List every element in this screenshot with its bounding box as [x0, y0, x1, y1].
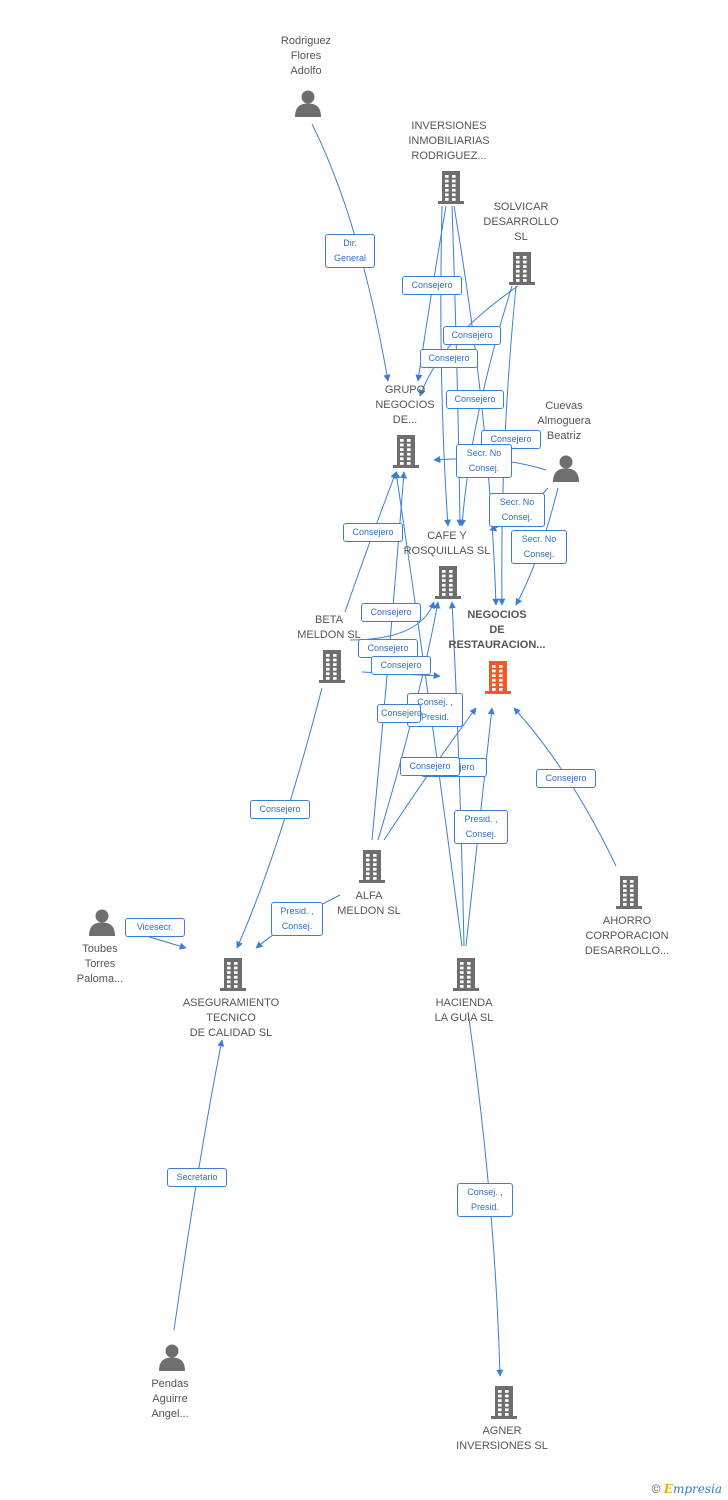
edge-label-20: Presid. , Consej.	[454, 810, 508, 844]
edge-label-12: Consejero	[371, 656, 431, 675]
building-icon-hacienda[interactable]	[449, 956, 483, 997]
edge-label-23: Secretario	[167, 1168, 227, 1187]
building-icon-cafe[interactable]	[431, 564, 465, 605]
edge-3	[453, 205, 500, 606]
edge-label-22: Presid. , Consej.	[271, 902, 323, 936]
building-icon-solvicar[interactable]	[505, 250, 539, 291]
node-label-alfa[interactable]: ALFA MELDON SL	[337, 890, 401, 917]
edge-label-2: Consejero	[443, 326, 501, 345]
node-label-inversiones[interactable]: INVERSIONES INMOBILIARIAS RODRIGUEZ...	[408, 120, 490, 162]
building-icon-agner[interactable]	[487, 1384, 521, 1425]
node-label-ahorro[interactable]: AHORRO CORPORACION DESARROLLO...	[584, 915, 670, 957]
person-icon-rodriguez[interactable]	[293, 88, 323, 123]
node-label-aseguramiento[interactable]: ASEGURAMIENTO TECNICO DE CALIDAD SL	[182, 997, 280, 1039]
edge-label-4: Consejero	[446, 390, 504, 409]
edge-label-17: Consejero	[250, 800, 310, 819]
edge-24	[173, 1039, 225, 1331]
node-label-beta[interactable]: BETA MELDON SL	[297, 614, 361, 641]
empresia-logo: Empresia	[663, 1482, 722, 1496]
footer-brand[interactable]: © Empresia	[652, 1482, 722, 1496]
edge-label-8: Secr. No Consej.	[489, 493, 545, 527]
node-label-cuevas[interactable]: Cuevas Almoguera Beatriz	[537, 400, 591, 442]
copyright-symbol: ©	[651, 1482, 661, 1496]
edge-4	[440, 205, 452, 527]
edge-label-19: Consejero	[377, 704, 422, 723]
edge-label-21: Vicesecr.	[125, 918, 185, 937]
building-icon-beta[interactable]	[315, 648, 349, 689]
building-icon-negocios[interactable]	[481, 659, 515, 700]
edge-label-16: Consejero	[400, 757, 460, 776]
edge-7	[458, 285, 513, 527]
edge-label-1: Consejero	[402, 276, 462, 295]
building-icon-alfa[interactable]	[355, 848, 389, 889]
node-label-grupo[interactable]: GRUPO NEGOCIOS DE...	[375, 384, 435, 426]
node-label-agner[interactable]: AGNER INVERSIONES SL	[456, 1425, 548, 1452]
edge-label-0: Dir. General	[325, 234, 375, 268]
edge-label-24: Consej. , Presid.	[457, 1183, 513, 1217]
node-label-hacienda[interactable]: HACIENDA LA GUIA SL	[434, 997, 494, 1024]
edges-layer	[125, 123, 617, 1377]
node-label-rodriguez[interactable]: Rodriguez Flores Adolfo	[280, 35, 332, 77]
edge-label-18: Consejero	[536, 769, 596, 788]
building-icon-inversiones[interactable]	[434, 169, 468, 210]
edge-label-7: Consejero	[343, 523, 403, 542]
building-icon-ahorro[interactable]	[612, 874, 646, 915]
node-label-pendas[interactable]: Pendas Aguirre Angel...	[151, 1378, 189, 1420]
edge-17	[236, 687, 323, 949]
building-icon-aseguramiento[interactable]	[216, 956, 250, 997]
node-label-solvicar[interactable]: SOLVICAR DESARROLLO SL	[483, 201, 559, 243]
person-icon-cuevas[interactable]	[551, 453, 581, 488]
edge-label-6: Secr. No Consej.	[456, 444, 512, 478]
node-label-toubes[interactable]: Toubes Torres Paloma...	[76, 943, 124, 985]
edge-2	[451, 205, 464, 527]
edge-label-10: Consejero	[361, 603, 421, 622]
node-label-negocios[interactable]: NEGOCIOS DE RESTAURACION...	[448, 609, 546, 651]
building-icon-grupo[interactable]	[389, 433, 423, 474]
person-icon-pendas[interactable]	[157, 1342, 187, 1377]
edge-label-3: Consejero	[420, 349, 478, 368]
person-icon-toubes[interactable]	[87, 907, 117, 942]
node-label-cafe[interactable]: CAFE Y ROSQUILLAS SL	[403, 530, 491, 557]
edge-label-9: Secr. No Consej.	[511, 530, 567, 564]
